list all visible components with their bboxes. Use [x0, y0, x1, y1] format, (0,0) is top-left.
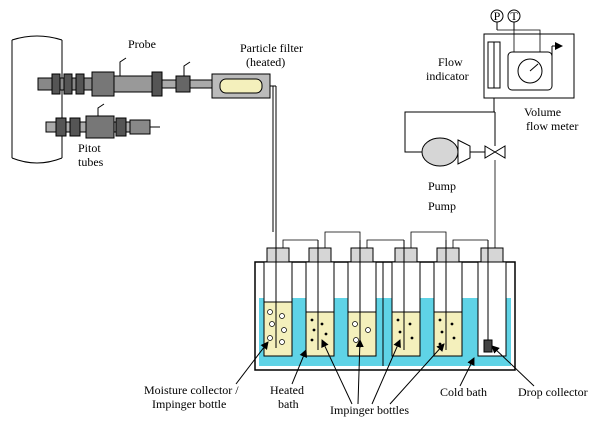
particle-filter-icon: [211, 73, 276, 99]
drop-collector-label: Drop collector: [518, 385, 588, 399]
flow-indicator-label-2: indicator: [426, 69, 469, 83]
impinger-bottle-icon-2: [305, 240, 335, 357]
pressure-gauge-icon: P: [490, 9, 504, 30]
leader-lines: [235, 339, 535, 405]
duct-icon: [11, 35, 63, 164]
pump-label-2: Pump: [428, 199, 456, 213]
temperature-gauge-icon: T: [507, 9, 521, 30]
volume-flow-meter-icon: [507, 51, 553, 91]
connecting-tubes: [282, 160, 496, 248]
valve-icon: [484, 145, 506, 159]
probe-icon: [37, 57, 213, 97]
impinger-bottle-icon-3: [347, 240, 377, 357]
impinger-bottle-icon-4: [391, 240, 421, 357]
particle-filter-label-1: Particle filter: [240, 41, 303, 55]
moisture-label-1: Moisture collector /: [144, 383, 239, 397]
moisture-label-2: Impinger bottle: [152, 397, 226, 411]
particle-filter-label-2: (heated): [246, 55, 285, 69]
bath: [254, 261, 516, 371]
pitot-label-2: tubes: [78, 155, 104, 169]
cold-bath-label: Cold bath: [440, 385, 487, 399]
probe-label: Probe: [128, 37, 156, 51]
heated-bath-label-2: bath: [278, 397, 299, 411]
gauge-p-label: P: [494, 9, 501, 23]
pump-label-1: Pump: [428, 179, 456, 193]
flow-indicator-label-1: Flow: [438, 55, 463, 69]
drop-collector-bottle-icon: [477, 240, 507, 357]
impinger-bottle-icon-5: [433, 240, 463, 357]
impinger-bottle-icon-1: [263, 232, 293, 357]
volume-flow-meter-label-1: Volume: [524, 105, 561, 119]
pitot-label-1: Pitot: [78, 141, 101, 155]
impinger-bottles-label: Impinger bottles: [330, 403, 409, 417]
gauge-t-label: T: [510, 9, 518, 23]
heated-bath-label-1: Heated: [270, 383, 304, 397]
volume-flow-meter-label-2: flow meter: [526, 119, 578, 133]
pump-icon: [421, 137, 471, 167]
pitot-tubes-icon: [45, 103, 160, 139]
